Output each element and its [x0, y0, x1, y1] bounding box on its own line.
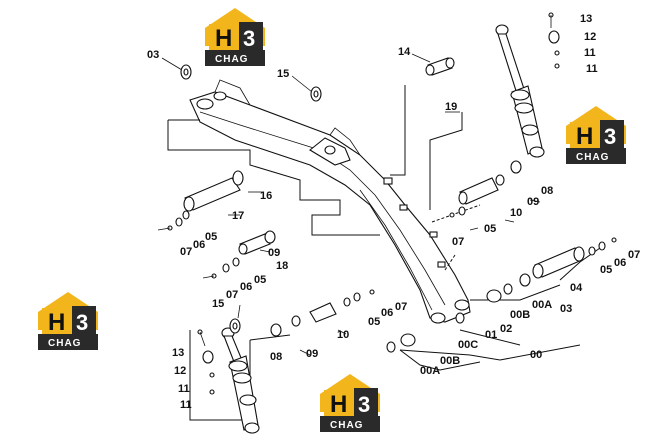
- callout-00a: 00A: [420, 365, 440, 377]
- callout-09: 09: [527, 196, 539, 208]
- callout-13: 13: [172, 347, 184, 359]
- callout-03: 03: [560, 303, 572, 315]
- callout-05: 05: [600, 264, 612, 276]
- callout-16: 16: [260, 190, 272, 202]
- callout-02: 02: [500, 323, 512, 335]
- callout-13: 13: [580, 13, 592, 25]
- callout-00: 00: [530, 349, 542, 361]
- callout-11: 11: [584, 47, 596, 59]
- svg-text:CHAG: CHAG: [330, 420, 363, 431]
- callout-00b: 00B: [510, 309, 530, 321]
- callout-09: 09: [306, 348, 318, 360]
- callout-labels: 03 15 14 13 12 11 11 19 08 09 10 05 07 1…: [147, 13, 640, 411]
- callout-12: 12: [584, 31, 596, 43]
- svg-text:3: 3: [604, 124, 616, 149]
- watermark-logo: H 3 CHAG: [205, 8, 265, 66]
- svg-text:3: 3: [358, 392, 370, 417]
- callout-15: 15: [212, 298, 224, 310]
- svg-text:H: H: [576, 123, 593, 150]
- callout-04: 04: [570, 282, 583, 294]
- boom-cylinder-left: [221, 327, 260, 434]
- callout-07: 07: [452, 236, 464, 248]
- callout-00c: 00C: [458, 339, 478, 351]
- callout-10: 10: [337, 329, 349, 341]
- watermark-logo: H 3 CHAG: [566, 106, 626, 164]
- callout-05: 05: [205, 231, 217, 243]
- callout-00a: 00A: [532, 299, 552, 311]
- callout-18: 18: [276, 260, 288, 272]
- callout-00b: 00B: [440, 355, 460, 367]
- callout-06: 06: [381, 307, 393, 319]
- callout-10: 10: [510, 207, 522, 219]
- callout-12: 12: [174, 365, 186, 377]
- callout-14: 14: [398, 46, 411, 58]
- callout-07: 07: [395, 301, 407, 313]
- callout-11: 11: [586, 63, 598, 75]
- callout-08: 08: [270, 351, 282, 363]
- callout-05: 05: [368, 316, 380, 328]
- svg-text:CHAG: CHAG: [576, 152, 609, 163]
- callout-01: 01: [485, 329, 497, 341]
- callout-07: 07: [180, 246, 192, 258]
- callout-11: 11: [180, 399, 192, 411]
- callout-09: 09: [268, 247, 280, 259]
- svg-text:H: H: [330, 391, 347, 418]
- callout-08: 08: [541, 185, 553, 197]
- leader-lines: [161, 53, 601, 421]
- svg-text:3: 3: [243, 26, 255, 51]
- callout-11: 11: [178, 383, 190, 395]
- watermark-logo: H 3 CHAG: [38, 292, 98, 350]
- callout-05: 05: [254, 274, 266, 286]
- svg-text:3: 3: [76, 310, 88, 335]
- svg-text:CHAG: CHAG: [215, 54, 248, 65]
- callout-05: 05: [484, 223, 496, 235]
- callout-06: 06: [614, 257, 626, 269]
- svg-text:CHAG: CHAG: [48, 338, 81, 349]
- callout-17: 17: [232, 210, 244, 222]
- svg-text:H: H: [48, 309, 65, 336]
- callout-15: 15: [277, 68, 289, 80]
- callout-07: 07: [226, 289, 238, 301]
- pins-and-hardware: [157, 12, 617, 395]
- callout-06: 06: [240, 281, 252, 293]
- callout-03: 03: [147, 49, 159, 61]
- svg-text:H: H: [215, 25, 232, 52]
- boom-arm: [189, 79, 471, 324]
- callout-19: 19: [445, 101, 457, 113]
- boom-cylinder-right: [495, 24, 545, 158]
- watermark-logo: H 3 CHAG: [320, 374, 380, 432]
- callout-06: 06: [193, 239, 205, 251]
- callout-07: 07: [628, 249, 640, 261]
